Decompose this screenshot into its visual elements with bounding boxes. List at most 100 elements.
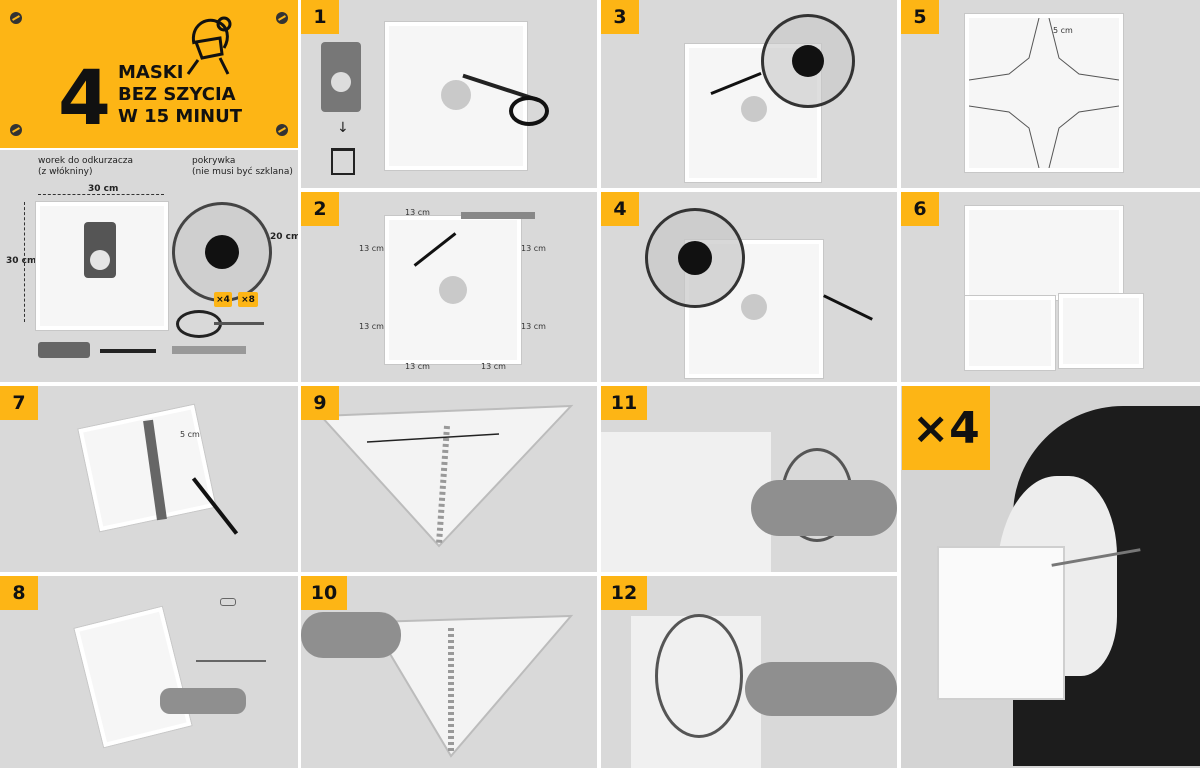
title-panel: 4 MASKI BEZ SZYCIA W 15 MINUT xyxy=(0,0,298,148)
ruler xyxy=(172,346,246,354)
bag-sublabel: (z włókniny) xyxy=(38,167,93,177)
title-line: MASKI xyxy=(118,62,184,83)
wire xyxy=(196,660,266,662)
stapler xyxy=(751,480,897,536)
step-7-number: 7 xyxy=(0,386,38,420)
mask-piece xyxy=(74,606,192,748)
measure-label: 13 cm xyxy=(405,362,430,371)
screw-icon xyxy=(276,124,288,136)
vacuum-bag xyxy=(36,202,168,330)
title-line: BEZ SZYCIA xyxy=(118,84,236,105)
mask-edge xyxy=(601,432,771,572)
materials-panel: worek do odkurzacza (z włókniny) pokrywk… xyxy=(0,150,298,382)
sheet-hole xyxy=(741,96,767,122)
bands-count-badge: ×8 xyxy=(238,292,258,307)
stapler xyxy=(301,612,401,658)
stapler xyxy=(38,342,90,358)
lid-label: pokrywka xyxy=(192,156,236,166)
step-8-panel: 8 xyxy=(0,576,298,768)
sheet-hole xyxy=(439,276,467,304)
step-12-panel: 12 xyxy=(601,576,897,768)
lid-diameter-label: 20 cm xyxy=(270,232,298,242)
nonwoven-sheet xyxy=(385,216,521,364)
step-10-number: 10 xyxy=(301,576,347,610)
step-4-panel: 4 xyxy=(601,192,897,382)
step-8-number: 8 xyxy=(0,576,38,610)
step-2-number: 2 xyxy=(301,192,339,226)
step-12-number: 12 xyxy=(601,576,647,610)
step-3-number: 3 xyxy=(601,0,639,34)
measure-label: 13 cm xyxy=(521,322,546,331)
lid-knob xyxy=(205,235,239,269)
folded-mask xyxy=(318,404,574,548)
lid-sublabel: (nie musi być szklana) xyxy=(192,167,293,177)
bag-width-label: 30 cm xyxy=(88,184,119,194)
measure-label: 5 cm xyxy=(180,430,200,439)
scissors-handle xyxy=(509,96,549,126)
clips-count-badge: ×4 xyxy=(214,292,232,307)
measure-label: 13 cm xyxy=(481,362,506,371)
step-3-panel: 3 xyxy=(601,0,897,188)
step-5-panel: 5 5 cm xyxy=(901,0,1200,188)
marker xyxy=(100,349,156,353)
measure-label: 5 cm xyxy=(1053,26,1073,35)
height-dimension-line xyxy=(24,202,25,322)
cut-pattern xyxy=(969,18,1119,168)
stapler xyxy=(745,662,897,716)
lid-knob xyxy=(792,45,824,77)
nonwoven-sheet-top xyxy=(965,206,1123,300)
stapler xyxy=(160,688,246,714)
mask-worn xyxy=(937,546,1065,700)
measure-label: 13 cm xyxy=(359,322,384,331)
width-dimension-line xyxy=(38,194,164,195)
measure-label: 13 cm xyxy=(359,244,384,253)
step-10-panel: 10 xyxy=(301,576,597,768)
screw-icon xyxy=(10,124,22,136)
measure-label: 13 cm xyxy=(405,208,430,217)
lid-knob xyxy=(678,241,712,275)
bag-collar xyxy=(321,42,361,112)
title-text: MASKI BEZ SZYCIA W 15 MINUT xyxy=(118,62,242,128)
step-11-panel: 11 xyxy=(601,386,897,572)
bag-label: worek do odkurzacza xyxy=(38,156,134,166)
screw-icon xyxy=(10,12,22,24)
step-5-number: 5 xyxy=(901,0,939,34)
result-panel xyxy=(901,386,1200,768)
folded-mask xyxy=(369,614,574,758)
mask-woman-icon xyxy=(186,16,232,75)
pot-lid xyxy=(645,208,745,308)
screw-icon xyxy=(276,12,288,24)
recycle-bin-icon xyxy=(331,148,355,175)
bag-hole xyxy=(90,250,110,270)
step-9-panel: 9 xyxy=(301,386,597,572)
nonwoven-sheet xyxy=(965,14,1123,172)
step-6-number: 6 xyxy=(901,192,939,226)
step-1-number: 1 xyxy=(301,0,339,34)
pot-lid xyxy=(761,14,855,108)
step-4-number: 4 xyxy=(601,192,639,226)
measure-label: 13 cm xyxy=(521,244,546,253)
collar-hole xyxy=(331,72,351,92)
step-9-number: 9 xyxy=(301,386,339,420)
bag-height-label: 30 cm xyxy=(6,256,37,266)
step-7-panel: 7 5 cm xyxy=(0,386,298,572)
paper-clip xyxy=(220,598,236,606)
cut-mask-piece xyxy=(1059,294,1143,368)
sheet-hole xyxy=(441,80,471,110)
title-number: 4 xyxy=(58,53,111,142)
marker xyxy=(823,294,873,321)
step-6-panel: 6 xyxy=(901,192,1200,382)
result-count-badge: ×4 xyxy=(902,386,990,470)
step-1-panel: 1 ↓ xyxy=(301,0,597,188)
sheet-hole xyxy=(741,294,767,320)
step-11-number: 11 xyxy=(601,386,647,420)
step-2-panel: 2 13 cm 13 cm 13 cm 13 cm 13 cm 13 cm 13… xyxy=(301,192,597,382)
ruler xyxy=(461,212,535,219)
scissors-blade xyxy=(214,322,264,325)
arrow-down-icon: ↓ xyxy=(337,120,349,136)
nonwoven-sheet-bottom-left xyxy=(965,296,1055,370)
nonwoven-sheet xyxy=(385,22,527,170)
title-line: W 15 MINUT xyxy=(118,106,243,127)
pot-lid xyxy=(172,202,272,302)
